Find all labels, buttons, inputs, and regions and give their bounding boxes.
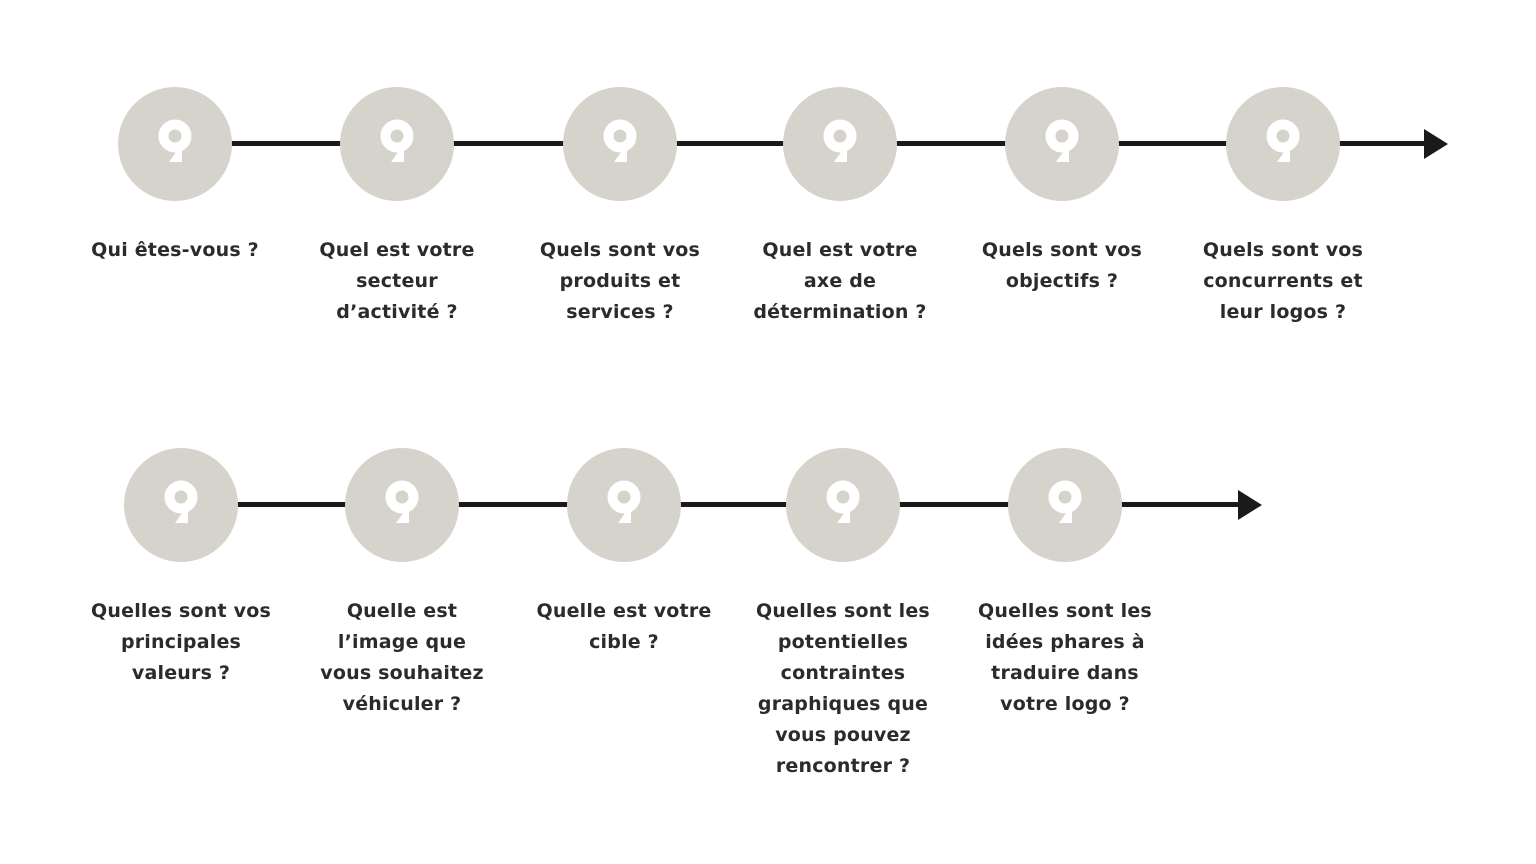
step-secteur-activite: Quel est votre secteur d’activité ? [282, 87, 512, 328]
question-circle [567, 448, 681, 562]
question-bubble-icon [158, 119, 192, 162]
timeline-line-row2 [181, 502, 1238, 507]
step-label: Quels sont vos objectifs ? [981, 239, 1143, 292]
question-bubble-icon [603, 119, 637, 162]
step-qui-etes-vous: Qui êtes-vous ? [60, 87, 290, 266]
question-circle [124, 448, 238, 562]
step-contraintes-graphiques: Quelles sont les potentielles contrainte… [728, 448, 958, 782]
step-objectifs: Quels sont vos objectifs ? [947, 87, 1177, 297]
question-bubble-icon [385, 480, 419, 523]
step-label: Quelle est l’image que vous souhaitez vé… [320, 600, 484, 715]
question-circle [1226, 87, 1340, 201]
question-circle [1008, 448, 1122, 562]
question-circle [563, 87, 677, 201]
step-cible: Quelle est votre cible ? [509, 448, 739, 658]
question-circle [1005, 87, 1119, 201]
step-concurrents-logos: Quels sont vos concurrents et leur logos… [1168, 87, 1398, 328]
question-circle [786, 448, 900, 562]
step-label: Qui êtes-vous ? [91, 239, 259, 261]
question-bubble-icon [164, 480, 198, 523]
step-principales-valeurs: Quelles sont vos principales valeurs ? [66, 448, 296, 689]
step-label: Quelles sont vos principales valeurs ? [91, 600, 271, 684]
step-label: Quel est votre axe de détermination ? [753, 239, 927, 323]
question-bubble-icon [1048, 480, 1082, 523]
step-label: Quelle est votre cible ? [536, 600, 712, 653]
question-bubble-icon [1045, 119, 1079, 162]
step-axe-determination: Quel est votre axe de détermination ? [725, 87, 955, 328]
question-circle [783, 87, 897, 201]
step-label: Quelles sont les potentielles contrainte… [756, 600, 930, 777]
step-image-vehiculer: Quelle est l’image que vous souhaitez vé… [287, 448, 517, 720]
question-bubble-icon [380, 119, 414, 162]
question-bubble-icon [826, 480, 860, 523]
step-idees-phares: Quelles sont les idées phares à traduire… [950, 448, 1180, 720]
step-label: Quels sont vos concurrents et leur logos… [1202, 239, 1364, 323]
question-circle [345, 448, 459, 562]
question-bubble-icon [823, 119, 857, 162]
arrow-right-icon [1424, 129, 1448, 159]
question-bubble-icon [1266, 119, 1300, 162]
step-label: Quelles sont les idées phares à traduire… [978, 600, 1152, 715]
step-label: Quel est votre secteur d’activité ? [319, 239, 475, 323]
arrow-right-icon [1238, 490, 1262, 520]
question-circle [340, 87, 454, 201]
step-produits-services: Quels sont vos produits et services ? [505, 87, 735, 328]
question-circle [118, 87, 232, 201]
question-bubble-icon [607, 480, 641, 523]
step-label: Quels sont vos produits et services ? [539, 239, 701, 323]
